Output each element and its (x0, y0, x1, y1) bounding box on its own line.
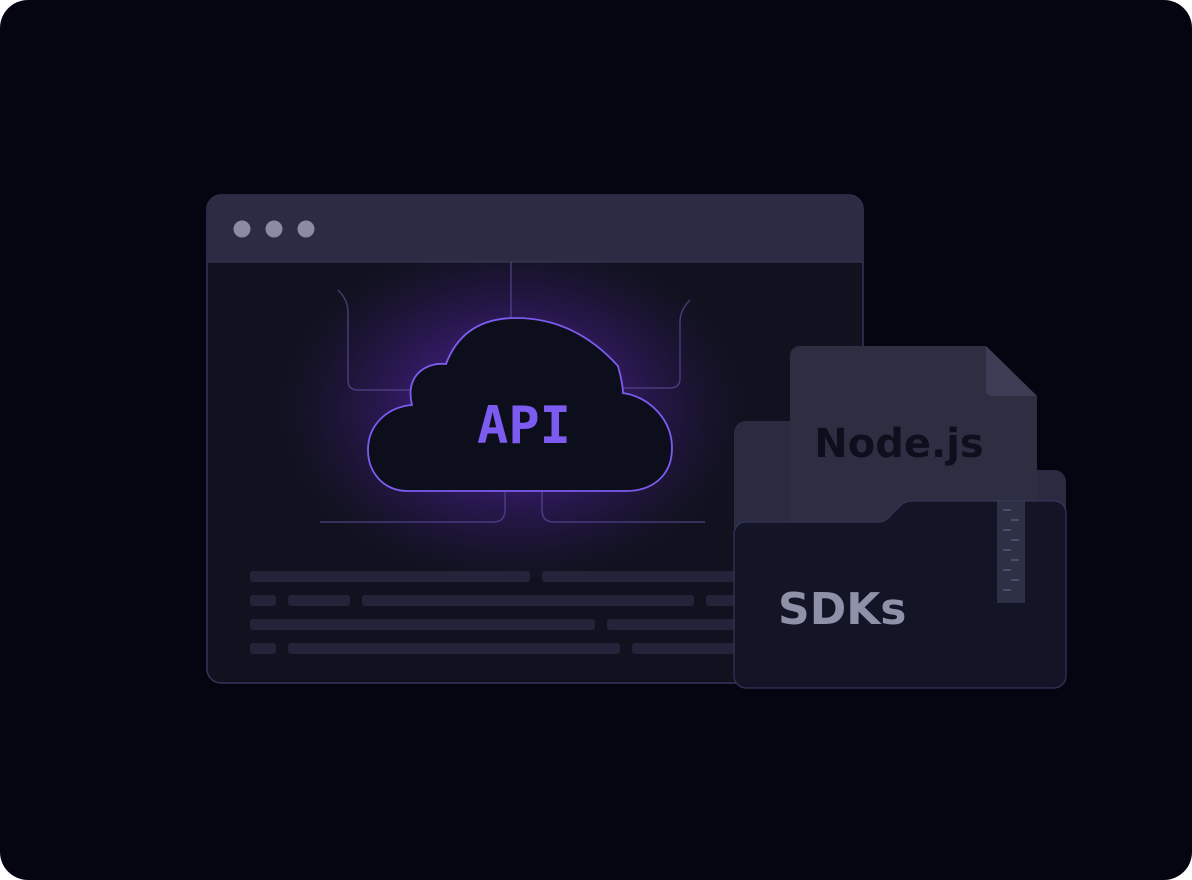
nodejs-file: Node.js (790, 346, 1037, 530)
api-cloud: API (367, 317, 673, 492)
window-dot-icon (233, 220, 251, 238)
sdks-folder: SDKs (733, 500, 1067, 689)
placeholder-text-lines (250, 571, 747, 654)
sdks-label: SDKs (778, 584, 907, 635)
nodejs-label: Node.js (814, 421, 983, 467)
window-dot-icon (265, 220, 283, 238)
api-label: API (477, 396, 571, 456)
window-dot-icon (297, 220, 315, 238)
